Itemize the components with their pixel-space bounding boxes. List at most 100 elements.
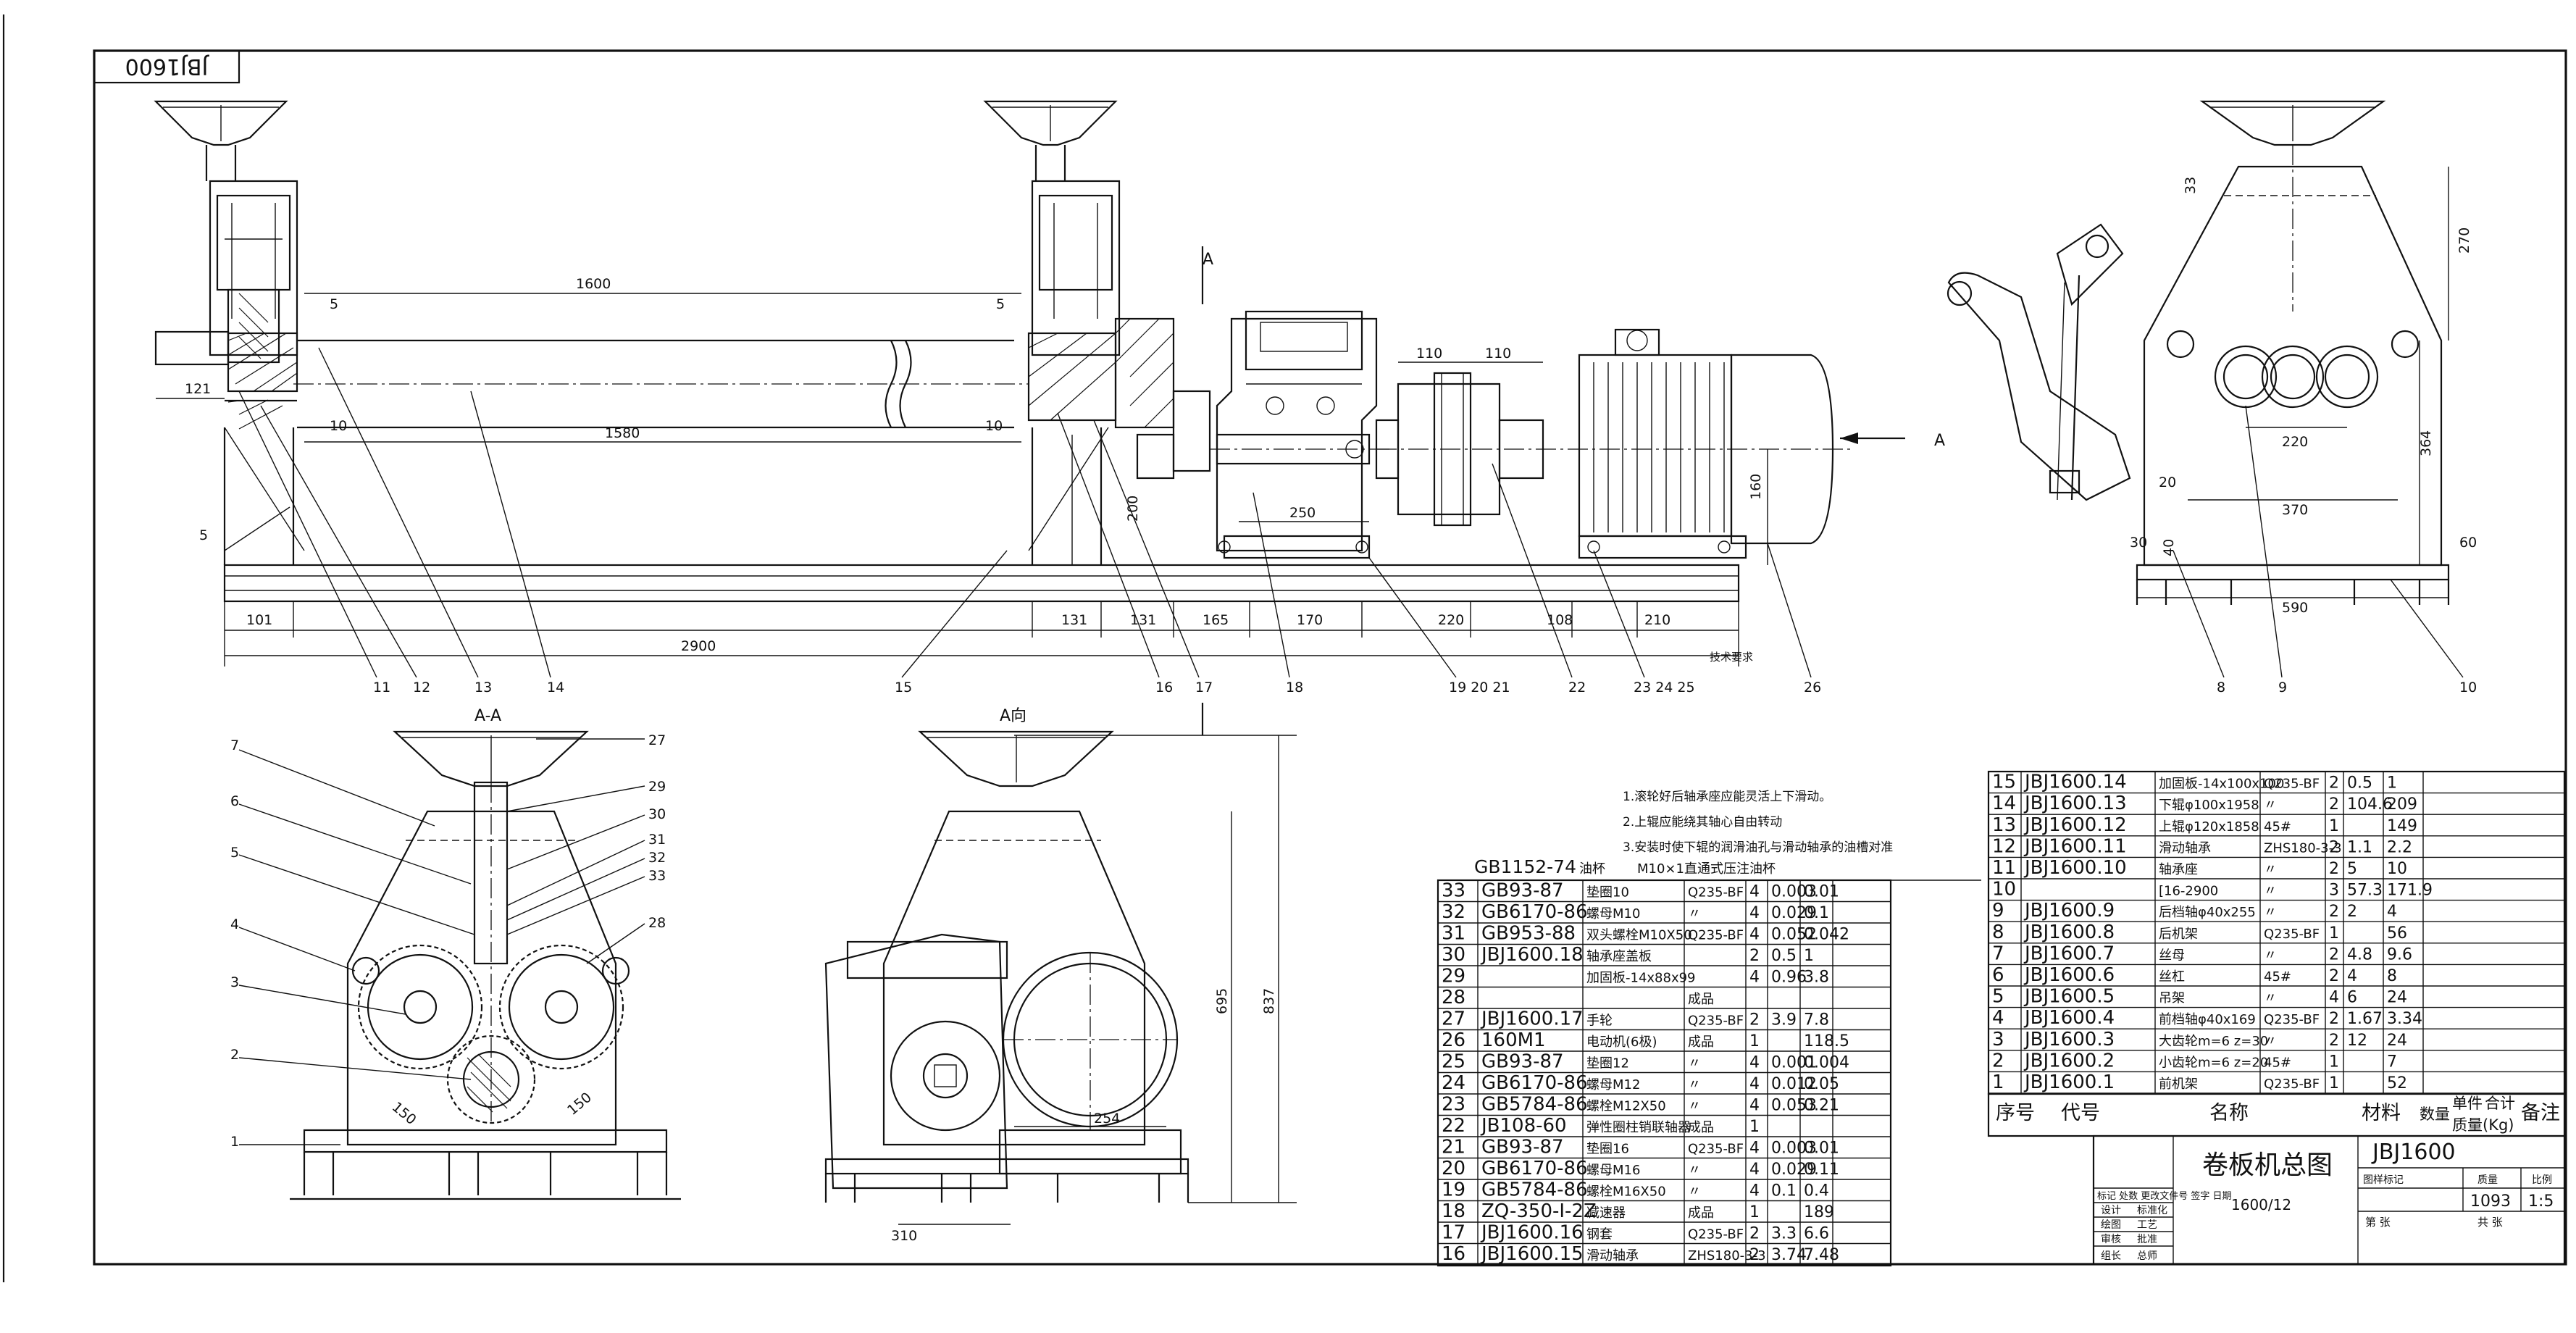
bom-cell-qty: 2 — [2329, 967, 2339, 985]
bom-cell-w1: 0.96 — [1771, 969, 1807, 987]
bom-cell-qty: 4 — [1749, 1182, 1760, 1200]
bom-cell-code: JBJ1600.1 — [2023, 1071, 2115, 1093]
dim-220: 220 — [1438, 612, 1464, 628]
bom-cell-no: 25 — [1442, 1051, 1465, 1073]
bom-cell-w2: 7 — [2387, 1053, 2397, 1071]
bom-cell-code: JBJ1600.12 — [2023, 814, 2127, 836]
bom-cell-w1: 12 — [2347, 1032, 2367, 1050]
tb-general: 总师 — [2137, 1250, 2157, 1262]
bom-cell-w2: 24 — [2387, 989, 2407, 1007]
bom-cell-no: 20 — [1442, 1158, 1465, 1179]
bom-cell-no: 13 — [1992, 814, 2016, 836]
tb-scale-value: 1:5 — [2528, 1192, 2554, 1211]
balloon-17: 17 — [1195, 680, 1213, 695]
right-housing — [1027, 180, 1211, 480]
tb-std: 标准化 — [2137, 1205, 2167, 1216]
bom-cell-mat: Q235-BF — [1688, 1227, 1744, 1242]
view-arrow-a: A A — [1201, 246, 1945, 735]
bom-cell-no: 6 — [1992, 964, 2004, 986]
bom-cell-no: 16 — [1442, 1243, 1465, 1265]
bom-cell-mat: 〃 — [2264, 991, 2277, 1006]
bom-cell-mat: 成品 — [1688, 992, 1714, 1007]
bom-cell-name: 滑动轴承 — [1586, 1248, 1639, 1263]
bom-cell-mat: 〃 — [2264, 884, 2277, 899]
hdr-code: 代号 — [2061, 1102, 2100, 1124]
technical-notes: 1.滚轮好后轴承座应能灵活上下滑动。 2.上辊应能绕其轴心自由转动 3.安装时使… — [1623, 790, 1893, 855]
bom-cell-no: 30 — [1442, 944, 1465, 966]
bom-cell-no: 33 — [1442, 880, 1465, 902]
balloon-11: 11 — [373, 680, 390, 695]
bom-cell-name: 加固板-14x100x100 — [2159, 777, 2284, 792]
right-handwheel — [983, 100, 1118, 181]
bom-cell-no: 15 — [1992, 772, 2016, 793]
left-housing — [209, 180, 298, 364]
balloon-12: 12 — [413, 680, 430, 695]
bom-cell-no: 18 — [1442, 1200, 1465, 1222]
bom-cell-no: 24 — [1442, 1072, 1465, 1094]
bom-cell-w1: 0.5 — [2347, 774, 2372, 793]
bom-cell-mat: 〃 — [2264, 905, 2277, 920]
balloon-13: 13 — [474, 680, 492, 695]
tb-weight: 1093 — [2470, 1192, 2511, 1211]
drawing-number: JBJ1600 — [2371, 1140, 2456, 1165]
bom-cell-w2: 4 — [2387, 903, 2397, 921]
tech-req-label: 技术要求 — [1710, 651, 1753, 664]
dim-10a: 10 — [330, 418, 347, 434]
bom-cell-mat: Q235-BF — [1688, 928, 1744, 943]
bom-cell-no: 2 — [1992, 1050, 2004, 1071]
bom-cell-w2: 2.2 — [2387, 838, 2412, 856]
bom-cell-no: 12 — [1992, 835, 2016, 857]
bom-cell-w2: 9.6 — [2387, 945, 2412, 964]
bom-cell-name: 螺母M12 — [1586, 1077, 1640, 1092]
tb-revision-row: 标记 处数 更改文件号 签字 日期 — [2097, 1190, 2232, 1202]
bom-cell-qty: 2 — [1749, 947, 1760, 965]
bom-cell-code: GB6170-86 — [1481, 1072, 1588, 1094]
bom-cell-w2: 118.5 — [1804, 1032, 1849, 1050]
bom-cell-mat: Q235-BF — [1688, 1014, 1744, 1029]
bom-cell-w2: 3.8 — [1804, 969, 1829, 987]
bom-cell-w2: 7.48 — [1804, 1246, 1839, 1264]
bom-cell-name: 螺栓M12X50 — [1586, 1099, 1666, 1114]
label-aa: A-A — [474, 707, 501, 725]
front-view: A A 1600 1580 2900 121 10 10 5 5 5 200 2… — [154, 100, 1945, 735]
bom-cell-no: 21 — [1442, 1137, 1465, 1158]
dim-1580: 1580 — [605, 425, 640, 441]
bom-cell-w2: 0.05 — [1804, 1075, 1839, 1093]
bom-cell-name: 前档轴φ40x169 — [2159, 1012, 2256, 1027]
hdr-name: 名称 — [2209, 1102, 2249, 1124]
bom-cell-qty: 2 — [1749, 1011, 1760, 1029]
bom-cell-w1: 0.001 — [1771, 1054, 1817, 1072]
bom-cell-code: JBJ1600.6 — [2023, 964, 2115, 986]
bom-cell-code: JBJ1600.16 — [1480, 1222, 1584, 1244]
dim-695: 695 — [1214, 988, 1230, 1014]
dim-33: 33 — [2183, 177, 2199, 194]
dim-108: 108 — [1547, 612, 1573, 628]
balloon-26: 26 — [1804, 680, 1821, 695]
tb-stage: 图样标记 — [2363, 1174, 2404, 1186]
bom-cell-w1: 0.029 — [1771, 1161, 1817, 1179]
bom-cell-name: 电动机(6极) — [1586, 1035, 1657, 1050]
arrow-a-label: A — [1934, 432, 1945, 450]
dim-160: 160 — [1748, 474, 1764, 500]
balloon-16: 16 — [1155, 680, 1173, 695]
left-bearing — [225, 332, 298, 430]
bom-cell-code: JBJ1600.14 — [2023, 772, 2127, 793]
bom-cell-name: 螺母M10 — [1586, 906, 1640, 922]
balloon-29: 29 — [648, 779, 666, 795]
note-3: 3.安装时使下辊的润滑油孔与滑动轴承的油槽对准 — [1623, 840, 1893, 855]
bom-cell-qty: 4 — [1749, 1054, 1760, 1072]
drawing-frame — [93, 49, 2567, 1266]
bom-cell-w1: 5 — [2347, 860, 2357, 878]
bom-cell-qty: 4 — [1749, 1161, 1760, 1179]
